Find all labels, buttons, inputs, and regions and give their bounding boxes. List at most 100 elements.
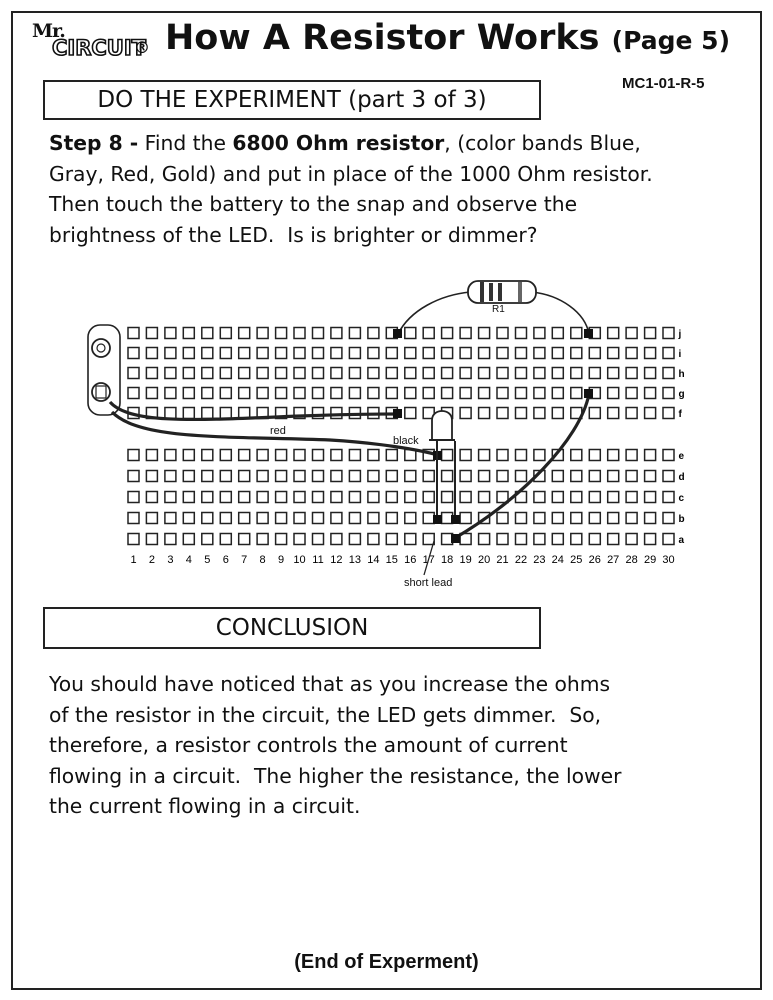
conclusion-line: of the resistor in the circuit, the LED … [49,702,602,727]
breadboard-hole [570,386,583,400]
breadboard-hole [422,346,435,360]
column-numbers: 1234567891011121314151617181920212223242… [130,554,674,566]
breadboard-hole [182,386,196,400]
breadboard-hole [404,346,417,360]
row-label: i [679,349,682,360]
breadboard-hole [385,346,399,360]
column-number: 23 [533,554,545,566]
conclusion-text: You should have noticed that as you incr… [49,669,749,822]
red-wire [108,400,399,422]
breadboard-hole [662,346,675,360]
breadboard-hole [422,511,435,525]
breadboard-hole [237,326,251,340]
resistor-value: 6800 Ohm resistor [232,131,445,155]
column-number: 30 [662,554,674,566]
breadboard-hole [182,366,196,380]
breadboard-hole [274,386,288,400]
breadboard-hole [459,366,472,380]
breadboard-hole [164,326,177,340]
breadboard-hole [440,490,454,504]
column-number: 15 [386,554,398,566]
column-number: 13 [349,554,361,566]
breadboard-hole [514,448,528,462]
column-number: 25 [570,554,582,566]
breadboard-hole [274,326,288,340]
breadboard-hole [274,448,288,462]
breadboard-hole [385,469,399,483]
breadboard-hole [514,386,528,400]
breadboard-hole [256,386,269,400]
breadboard-hole [256,346,269,360]
breadboard-hole [404,469,417,483]
breadboard-hole [237,346,251,360]
breadboard-hole [348,326,362,340]
breadboard-hole [330,386,343,400]
breadboard-hole [606,406,620,420]
breadboard-hole [662,448,675,462]
breadboard-hole [201,326,214,340]
breadboard-hole [164,366,177,380]
step-line-4: brightness of the LED. Is is brighter or… [49,222,538,247]
black-wire-label: black [393,435,419,447]
breadboard-hole [496,532,509,546]
breadboard-hole [643,469,657,483]
breadboard-hole [201,490,214,504]
breadboard-hole [164,511,177,525]
breadboard-hole [459,511,472,525]
breadboard-hole [551,532,565,546]
column-number: 7 [241,554,247,566]
row-label: g [679,389,685,400]
breadboard-hole [293,366,306,380]
breadboard-hole [256,326,269,340]
breadboard-hole [551,490,565,504]
conclusion-heading-box: CONCLUSION [43,607,541,649]
breadboard-hole [201,511,214,525]
breadboard-hole [404,532,417,546]
breadboard-hole [662,366,675,380]
column-number: 10 [293,554,305,566]
breadboard-hole [533,448,546,462]
breadboard-hole [440,511,454,525]
breadboard-hole [625,511,638,525]
breadboard-hole [643,386,657,400]
breadboard-hole [311,326,325,340]
breadboard-hole [643,346,657,360]
breadboard-hole [514,346,528,360]
breadboard-hole [440,366,454,380]
conclusion-line: therefore, a resistor controls the amoun… [49,733,568,757]
breadboard-hole [219,469,233,483]
breadboard-hole [367,326,380,340]
breadboard-hole [182,511,196,525]
breadboard-hole [367,511,380,525]
breadboard-hole [422,366,435,380]
breadboard-hole [367,490,380,504]
breadboard-hole [311,346,325,360]
breadboard-hole [293,346,306,360]
breadboard-hole [606,511,620,525]
breadboard-hole [643,366,657,380]
breadboard-hole [477,448,491,462]
breadboard-hole [440,386,454,400]
column-number: 19 [459,554,471,566]
column-number: 18 [441,554,453,566]
breadboard-hole [588,346,602,360]
breadboard-hole [182,469,196,483]
breadboard-hole [274,469,288,483]
breadboard-hole [533,346,546,360]
breadboard-hole [293,386,306,400]
breadboard-hole [201,346,214,360]
breadboard-hole [367,346,380,360]
breadboard-hole [182,532,196,546]
breadboard-hole [145,532,159,546]
breadboard-hole [348,469,362,483]
breadboard-hole [440,448,454,462]
breadboard-hole [219,448,233,462]
breadboard-hole [496,448,509,462]
breadboard-hole [385,511,399,525]
breadboard-hole [422,386,435,400]
led [429,410,460,524]
logo-mr-text: Mr. [32,20,66,42]
breadboard-hole [459,346,472,360]
breadboard-hole [127,469,140,483]
